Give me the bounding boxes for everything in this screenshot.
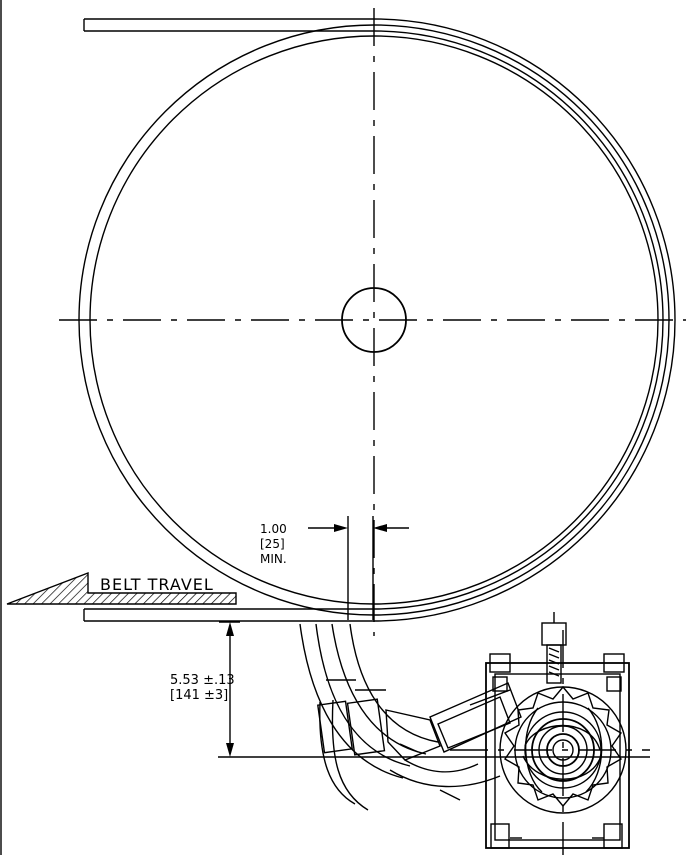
clearance-value-in: 1.00 <box>260 522 287 536</box>
belt-travel-arrow: BELT TRAVEL <box>6 571 237 605</box>
belt-bottom-run <box>83 608 374 622</box>
pulley-centerlines <box>59 8 686 636</box>
scraper-blade-assembly <box>299 623 522 811</box>
tensioner-centerlines <box>450 630 650 855</box>
offset-value-mm: [141 ±3] <box>170 688 228 703</box>
clearance-min-label: MIN. <box>260 552 287 566</box>
adjustment-bolt <box>541 612 567 684</box>
belt-travel-label: BELT TRAVEL <box>100 575 214 594</box>
clearance-dimension: 1.00 [25] MIN. <box>260 516 409 620</box>
tensioner-mechanism <box>450 612 650 855</box>
clearance-value-mm: [25] <box>260 537 285 551</box>
belt-top-run <box>83 18 374 32</box>
offset-value-in: 5.53 ±.13 <box>170 673 235 688</box>
